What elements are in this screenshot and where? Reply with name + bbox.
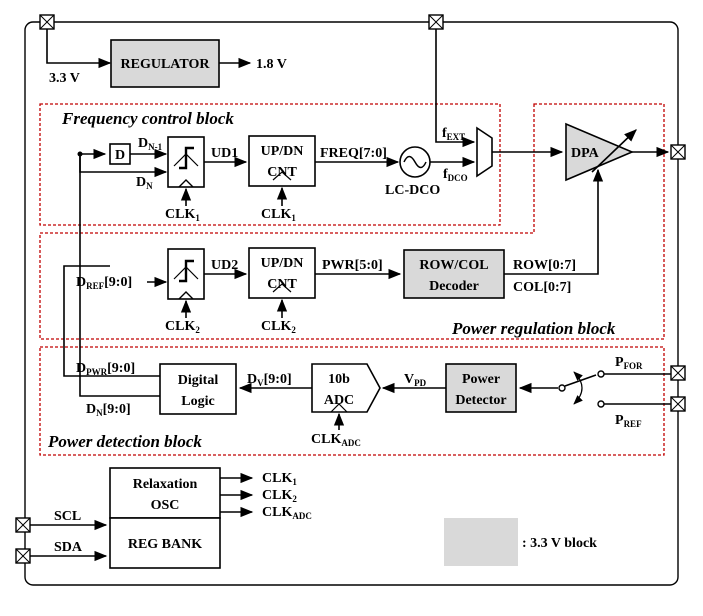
svg-text:UP/DN: UP/DN (261, 256, 304, 271)
digital-logic-box (159, 363, 237, 415)
power-regulation-title: Power regulation block (451, 319, 616, 338)
pad-pfor (670, 365, 686, 381)
pad-fext (428, 14, 444, 30)
regulator-box (110, 39, 220, 88)
scl-label: SCL (54, 509, 81, 524)
freq-bus-label: FREQ[7:0] (320, 146, 387, 161)
svg-text:Decoder: Decoder (429, 279, 479, 294)
updn-counter-2 (248, 247, 316, 299)
pwr-bus-label: PWR[5:0] (322, 258, 383, 273)
updn-counter-1 (248, 135, 316, 187)
osc-clk2-label: CLK2 (262, 488, 297, 504)
pad-sda (15, 548, 31, 564)
pad-scl (15, 517, 31, 533)
legend-label: : 3.3 V block (522, 536, 597, 551)
dn1-label: DN-1 (138, 136, 163, 152)
legend-swatch (444, 518, 518, 566)
svg-text:ADC: ADC (324, 393, 354, 408)
power-regulation-block (39, 103, 665, 340)
adc-10b (311, 363, 381, 413)
comparator-2 (167, 248, 205, 300)
pad-pref (670, 396, 686, 412)
power-detector-box (445, 363, 517, 413)
power-detection-title: Power detection block (47, 432, 202, 451)
svg-text:D: D (115, 148, 125, 163)
clkadc-label: CLKADC (311, 432, 361, 448)
svg-text:UP/DN: UP/DN (261, 144, 304, 159)
row-label: ROW[0:7] (513, 258, 576, 273)
row-col-decoder (403, 249, 505, 299)
fext-label: fEXT (442, 126, 465, 142)
supply-in-label: 3.3 V (49, 71, 80, 86)
dref-label: DREF[9:0] (76, 275, 132, 291)
svg-text:Digital: Digital (178, 373, 219, 388)
switch-contact-for (597, 370, 605, 378)
dn-label: DN (136, 175, 153, 191)
clk1-label-a: CLK1 (165, 207, 200, 223)
switch-contact-ref (597, 400, 605, 408)
hysteresis-icon (179, 259, 194, 283)
pref-label: PREF (615, 413, 642, 429)
osc-clk1-label: CLK1 (262, 471, 297, 487)
chip-outline (24, 21, 679, 586)
svg-text:10b: 10b (328, 372, 350, 387)
regulator-label: REGULATOR (121, 57, 211, 72)
sda-label: SDA (54, 540, 83, 555)
svg-text:OSC: OSC (151, 498, 180, 513)
fdco-label: fDCO (443, 167, 468, 183)
frequency-block-title: Frequency control block (61, 109, 234, 128)
dpwr-label: DPWR[9:0] (76, 361, 135, 377)
ud1-label: UD1 (211, 146, 238, 161)
hysteresis-icon (179, 146, 194, 170)
clk1-label-b: CLK1 (261, 207, 296, 223)
supply-out-label: 1.8 V (256, 57, 287, 72)
switch-common (558, 384, 566, 392)
mux (476, 126, 493, 178)
vpd-label: VPD (404, 372, 427, 388)
tunable-arrow (591, 129, 637, 173)
pfor-label: PFOR (615, 355, 643, 371)
clk2-label-b: CLK2 (261, 319, 296, 335)
pad-rf-out (670, 144, 686, 160)
svg-text:Logic: Logic (181, 394, 214, 409)
svg-text:REG BANK: REG BANK (128, 537, 202, 552)
svg-text:Power: Power (462, 372, 500, 387)
switch-toggle-arrow (573, 371, 583, 405)
clk2-label-a: CLK2 (165, 319, 200, 335)
sine-icon (403, 155, 427, 169)
lcdco-label: LC-DCO (385, 183, 440, 198)
osc-clkadc-label: CLKADC (262, 505, 312, 521)
dpa-label: DPA (571, 146, 600, 161)
power-detection-block (39, 346, 665, 456)
col-label: COL[0:7] (513, 280, 571, 295)
dn-bus-label: DN[9:0] (86, 402, 131, 418)
svg-text:Detector: Detector (455, 393, 506, 408)
frequency-control-block (39, 103, 501, 226)
svg-text:ROW/COL: ROW/COL (419, 258, 488, 273)
pad-3v3 (39, 14, 55, 30)
svg-text:Relaxation: Relaxation (133, 477, 198, 492)
ud2-label: UD2 (211, 258, 238, 273)
relaxation-osc-box (109, 467, 221, 519)
reg-bank-box (109, 517, 221, 569)
dv-label: DV[9:0] (247, 372, 292, 388)
